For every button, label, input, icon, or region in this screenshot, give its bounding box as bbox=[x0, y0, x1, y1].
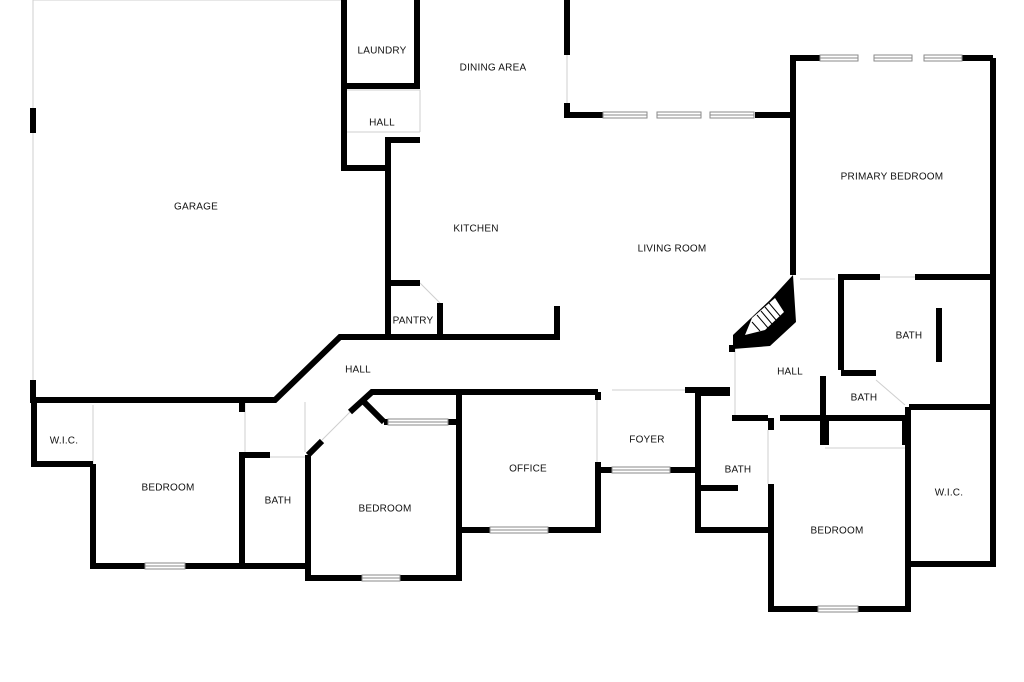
room-label-bedroom-center: BEDROOM bbox=[358, 504, 411, 515]
room-label-pantry: PANTRY bbox=[393, 316, 434, 327]
walls bbox=[30, 0, 996, 612]
room-label-bedroom-right: BEDROOM bbox=[810, 526, 863, 537]
room-label-office: OFFICE bbox=[509, 464, 547, 475]
room-label-bedroom-left: BEDROOM bbox=[141, 483, 194, 494]
window bbox=[611, 466, 671, 474]
room-label-wic-left: W.I.C. bbox=[50, 436, 78, 447]
room-label-living-room: LIVING ROOM bbox=[638, 244, 707, 255]
windows bbox=[144, 54, 963, 613]
window bbox=[489, 526, 549, 534]
window bbox=[817, 605, 859, 613]
window bbox=[709, 111, 755, 119]
room-label-primary-bath-small: BATH bbox=[851, 393, 878, 404]
room-label-bath-right: BATH bbox=[725, 465, 752, 476]
room-label-primary-bedroom: PRIMARY BEDROOM bbox=[841, 172, 944, 183]
window bbox=[656, 111, 702, 119]
room-label-foyer: FOYER bbox=[629, 435, 664, 446]
window bbox=[602, 111, 648, 119]
room-label-dining-area: DINING AREA bbox=[460, 63, 527, 74]
room-labels: GARAGE LAUNDRY HALL DINING AREA KITCHEN … bbox=[50, 46, 963, 537]
window bbox=[923, 54, 963, 62]
fireplace bbox=[733, 275, 796, 349]
room-label-laundry: LAUNDRY bbox=[357, 46, 406, 57]
window bbox=[819, 54, 859, 62]
room-label-bath-left: BATH bbox=[265, 496, 292, 507]
room-label-hall-right: HALL bbox=[777, 367, 803, 378]
room-label-hall-upper: HALL bbox=[369, 118, 395, 129]
room-label-garage: GARAGE bbox=[174, 202, 218, 213]
window bbox=[873, 54, 913, 62]
window bbox=[387, 418, 449, 426]
room-label-primary-wic: W.I.C. bbox=[935, 488, 963, 499]
window bbox=[144, 562, 186, 570]
room-label-primary-bath: BATH bbox=[896, 331, 923, 342]
room-label-kitchen: KITCHEN bbox=[453, 224, 498, 235]
room-label-hall-center: HALL bbox=[345, 365, 371, 376]
window bbox=[361, 574, 401, 582]
